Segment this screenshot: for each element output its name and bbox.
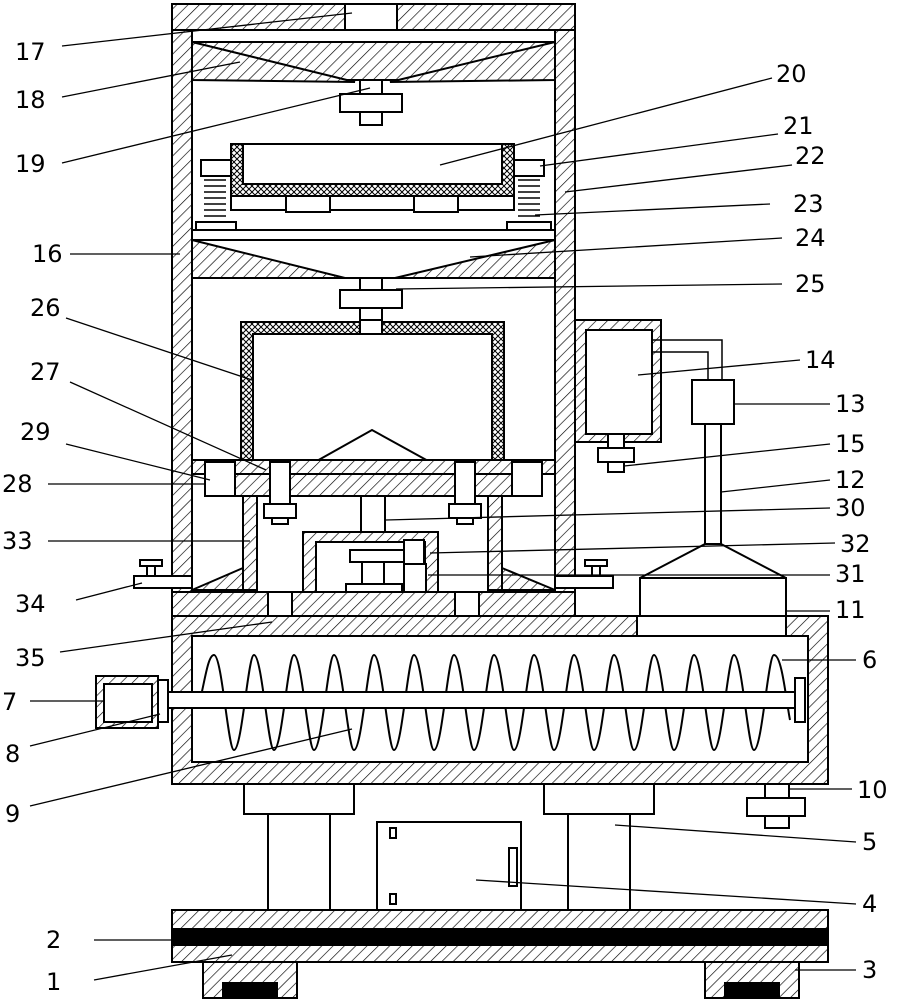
label-9: 9 (5, 800, 20, 828)
leader-lines (29, 12, 857, 981)
screen-box (191, 143, 556, 241)
label-29: 29 (20, 418, 51, 446)
cabinet-door-4 (376, 821, 522, 911)
label-18: 18 (15, 86, 46, 114)
label-4: 4 (862, 890, 877, 918)
label-26: 26 (30, 294, 61, 322)
label-34: 34 (15, 590, 46, 618)
label-27: 27 (30, 358, 61, 386)
label-21: 21 (783, 112, 814, 140)
label-10: 10 (857, 776, 888, 804)
part-labels: 17 18 19 20 21 22 23 24 16 25 26 27 29 2… (2, 38, 888, 996)
label-3: 3 (862, 956, 877, 984)
screw-spiral-9 (199, 653, 791, 752)
side-tank (574, 319, 787, 635)
label-28: 28 (2, 470, 33, 498)
hopper-outlet-25 (339, 289, 403, 309)
screw-conveyor (95, 615, 829, 829)
motor-7 (103, 683, 153, 723)
label-2: 2 (46, 926, 61, 954)
label-25: 25 (795, 270, 826, 298)
support-legs (243, 783, 655, 911)
label-14: 14 (805, 346, 836, 374)
label-7: 7 (2, 688, 17, 716)
label-20: 20 (776, 60, 807, 88)
label-31: 31 (835, 560, 866, 588)
shaking-plate (191, 459, 556, 525)
label-24: 24 (795, 224, 826, 252)
upper-hopper (191, 40, 556, 126)
label-30: 30 (835, 494, 866, 522)
lower-hopper (191, 239, 556, 335)
label-22: 22 (795, 142, 826, 170)
label-12: 12 (835, 466, 866, 494)
label-33: 33 (2, 527, 33, 555)
label-35: 35 (15, 644, 46, 672)
label-8: 8 (5, 740, 20, 768)
label-1: 1 (46, 968, 61, 996)
label-19: 19 (15, 150, 46, 178)
clamp-handles (133, 559, 614, 589)
label-17: 17 (15, 38, 46, 66)
hopper-outlet-19 (339, 93, 403, 113)
vibration-drive (191, 495, 556, 593)
label-13: 13 (835, 390, 866, 418)
base-plate (171, 909, 829, 999)
label-6: 6 (862, 646, 877, 674)
label-11: 11 (835, 596, 866, 624)
screw-shaft-8 (167, 691, 797, 709)
pump-13 (691, 379, 735, 425)
label-23: 23 (793, 190, 824, 218)
outlet-10 (746, 797, 806, 817)
label-5: 5 (862, 828, 877, 856)
label-32: 32 (840, 530, 871, 558)
label-15: 15 (835, 430, 866, 458)
drying-tank (240, 319, 505, 471)
damping-layer-2 (172, 928, 828, 946)
feed-inlet-17 (344, 3, 398, 31)
label-16: 16 (32, 240, 63, 268)
